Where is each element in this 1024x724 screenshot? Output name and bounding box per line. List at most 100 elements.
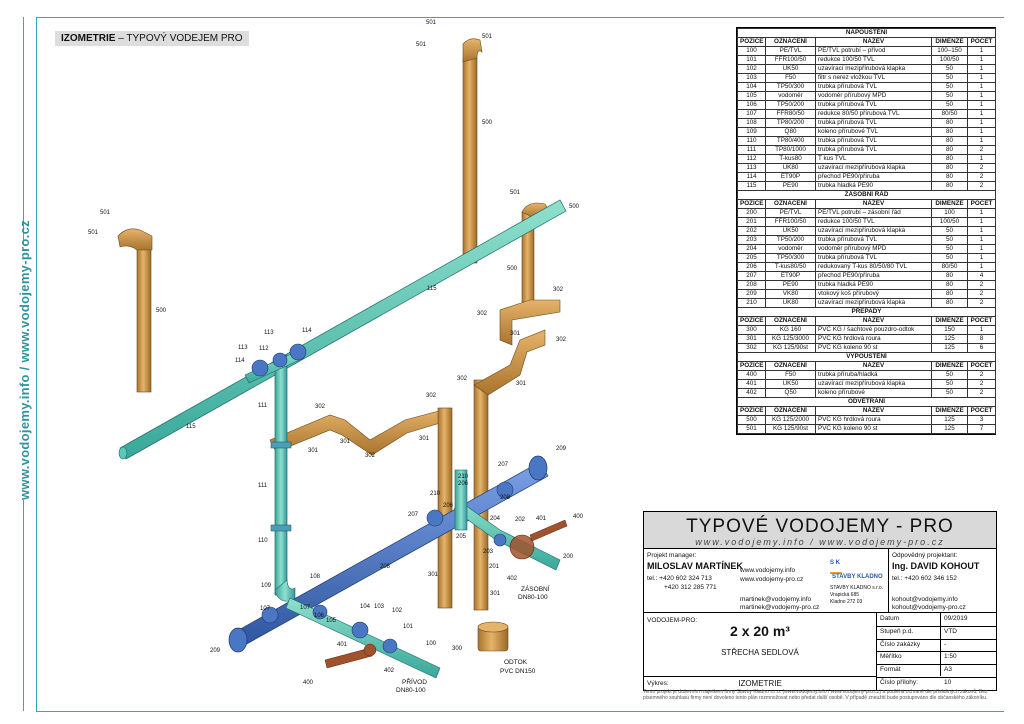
table-cell: 4 <box>966 271 997 281</box>
column-header: NÁZEV <box>815 316 932 326</box>
table-cell: FFR100/50 <box>765 55 816 65</box>
table-cell: 1 <box>966 325 997 335</box>
divider <box>876 638 996 640</box>
table-cell: 1 <box>966 46 997 56</box>
meta-label: Datum <box>880 615 900 622</box>
table-cell: VK80 <box>765 289 816 299</box>
section-title-cell: ODVĚTRÁNÍ <box>736 397 997 407</box>
label-201: 201 <box>489 564 500 570</box>
table-cell: vodoměr <box>765 91 816 101</box>
label-302: 302 <box>553 287 564 293</box>
table-cell: TP80/400 <box>765 136 816 146</box>
table-cell: T kus TVL <box>815 154 932 164</box>
table-cell: 101 <box>737 55 766 65</box>
table-cell: 80 <box>931 136 968 146</box>
table-cell: uzavírací mezipřírubová klapka <box>815 226 932 236</box>
divider <box>644 676 876 677</box>
table-cell: 204 <box>737 244 766 254</box>
meta-label: Měřítko <box>880 653 902 661</box>
table-cell: koleno přírubové <box>815 388 932 398</box>
label-302: 302 <box>426 393 437 399</box>
label-210: 210 <box>458 474 469 480</box>
table-cell: KG 125/3000 <box>765 334 816 344</box>
table-cell: 105 <box>737 91 766 101</box>
table-cell: 80 <box>931 127 968 137</box>
resp-mail2: kohout@vodojemy-pro.cz <box>892 604 966 611</box>
label-108: 108 <box>310 574 321 580</box>
table-cell: PVC KG koleno 90 st <box>815 343 932 353</box>
label-400: 400 <box>573 514 584 520</box>
table-cell: 109 <box>737 127 766 137</box>
isometric-pipe-drawing: 501 501 501 500 501 501 500 501 500 500 … <box>88 20 584 694</box>
table-cell: 1 <box>966 262 997 272</box>
label-401: 401 <box>536 516 547 522</box>
divider <box>876 677 996 678</box>
table-cell: 1 <box>966 226 997 236</box>
meta-value: 09/2019 <box>944 615 968 622</box>
divider <box>888 548 889 612</box>
table-cell: 402 <box>737 388 766 398</box>
divider <box>876 664 996 666</box>
table-cell: 2 <box>966 379 997 389</box>
label-207: 207 <box>408 512 419 518</box>
table-cell: 206 <box>737 262 766 272</box>
table-cell: 112 <box>737 154 766 164</box>
meta-label: Číslo přílohy: <box>880 679 918 686</box>
table-cell: 1 <box>966 82 997 92</box>
column-header: POČET <box>966 37 997 47</box>
table-cell: PE90 <box>765 280 816 290</box>
pm-name: MILOSLAV MARTÍNEK <box>647 561 743 571</box>
label-501: 501 <box>88 230 99 236</box>
table-cell: 111 <box>737 145 766 155</box>
table-cell: 302 <box>737 343 766 353</box>
column-header: POZICE <box>737 361 766 371</box>
column-header: POZICE <box>737 199 766 209</box>
table-cell: 2 <box>966 280 997 290</box>
logo-addr2: Vrapická 685 <box>830 592 859 598</box>
label-400: 400 <box>303 680 314 686</box>
section-title-cell: PŘEPADY <box>736 307 997 317</box>
pm-label: Projekt manager: <box>647 552 697 559</box>
table-cell: 50 <box>931 235 968 245</box>
label-107: 107 <box>300 605 311 611</box>
table-cell: 115 <box>737 181 766 191</box>
label-501: 501 <box>426 20 437 26</box>
table-cell: 50 <box>931 82 968 92</box>
table-cell: 1 <box>966 55 997 65</box>
table-cell: ET90P <box>765 172 816 182</box>
overflow-bend-right <box>473 329 546 396</box>
table-cell: 1 <box>966 109 997 119</box>
table-cell: trubka hladká PE90 <box>815 181 932 191</box>
table-cell: 125 <box>931 415 968 425</box>
frame-bottom-line <box>36 711 1004 712</box>
label-210: 210 <box>430 491 441 497</box>
label-203: 203 <box>483 549 494 555</box>
label-302: 302 <box>556 337 567 343</box>
label-301: 301 <box>340 439 351 445</box>
table-cell: 1 <box>966 217 997 227</box>
inflow-branch <box>285 597 441 679</box>
table-cell: TP80/1000 <box>765 145 816 155</box>
title-main: TYPOVÉ VODOJEMY - PRO <box>686 516 954 537</box>
table-cell: 3 <box>966 415 997 425</box>
column-header: OZNAČENÍ <box>765 37 816 47</box>
label-100: 100 <box>426 641 437 647</box>
meta-label: Formát <box>880 666 901 674</box>
column-header: POČET <box>966 361 997 371</box>
logo-sk-icon: S K <box>830 560 842 574</box>
label-402: 402 <box>507 576 518 582</box>
pm-web2: www.vodojemy-pro.cz <box>740 576 804 583</box>
column-header: DIMENZE <box>931 37 968 47</box>
divider <box>876 651 996 653</box>
copyright-footnote: Tento projekt je duševním majetkem firmy… <box>643 689 988 701</box>
table-cell: 80 <box>931 280 968 290</box>
